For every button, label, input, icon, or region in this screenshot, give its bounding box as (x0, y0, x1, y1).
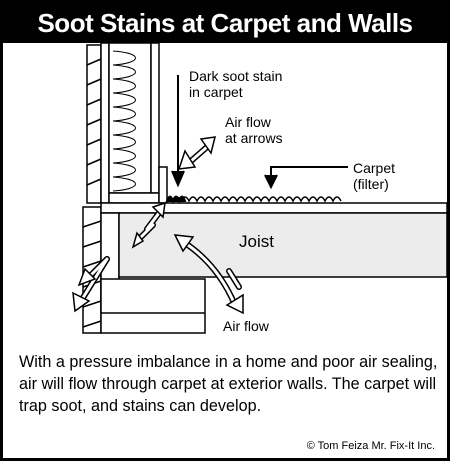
leader-lines (171, 75, 348, 190)
baseboard (158, 166, 168, 204)
insulation (112, 50, 136, 192)
label-soot-stain: Dark soot stain (189, 68, 282, 84)
label-airflow-bottom: Air flow (223, 318, 270, 334)
soot-stain (165, 195, 187, 205)
arrow-heads (72, 136, 244, 315)
floor-structure (100, 202, 447, 334)
carpet (172, 196, 342, 203)
label-carpet-filter: (filter) (353, 176, 389, 192)
copyright: © Tom Feiza Mr. Fix-It Inc. (306, 440, 435, 452)
diagram-title: Soot Stains at Carpet and Walls (3, 3, 447, 43)
label-airflow-arrows: Air flow (225, 114, 272, 130)
label-joist: Joist (239, 232, 274, 251)
cross-section-diagram: Dark soot stain in carpet Air flow at ar… (72, 43, 447, 334)
caption-text: With a pressure imbalance in a home and … (19, 353, 438, 415)
label-airflow-arrows-2: at arrows (225, 130, 283, 146)
wall-stud-cavity (100, 43, 168, 204)
label-soot-stain-2: in carpet (189, 84, 243, 100)
label-carpet: Carpet (353, 160, 395, 176)
